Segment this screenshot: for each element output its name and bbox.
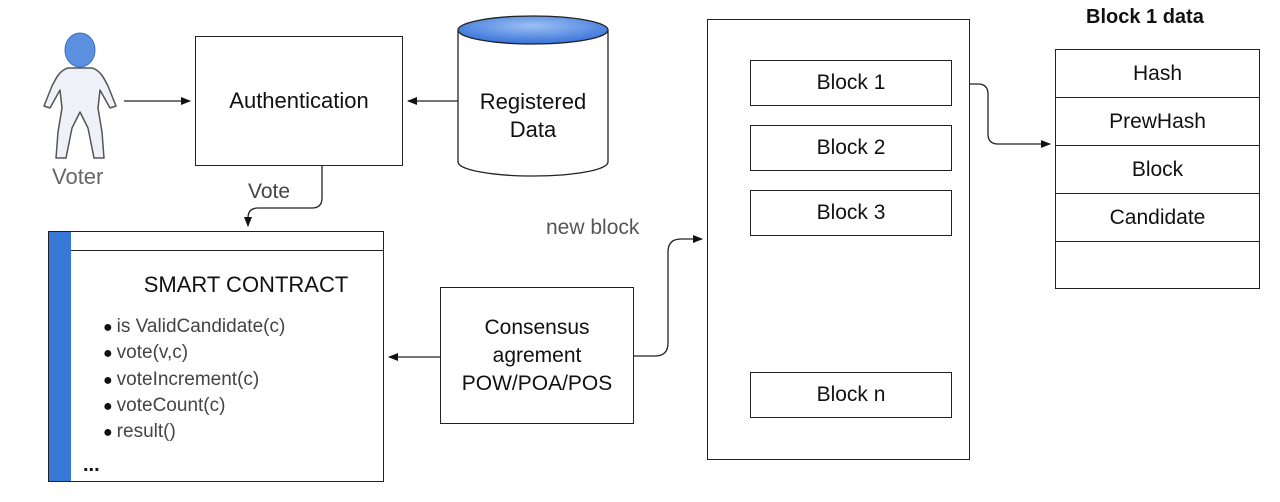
function-item: ●voteCount(c) [103, 394, 226, 416]
vote-arrow [244, 166, 323, 227]
smart-contract-header-divider [71, 250, 383, 251]
vote-label: Vote [248, 180, 291, 203]
smart-contract-box: SMART CONTRACT ●is ValidCandidate(c) ●vo… [48, 231, 384, 482]
block-data-row-block: Block [1056, 146, 1259, 194]
consensus-line-3: POW/POA/POS [461, 371, 613, 395]
function-item: ●result() [103, 421, 176, 443]
block1-to-data-arrow [952, 83, 1051, 148]
smart-contract-more-ellipsis: ... [83, 454, 100, 476]
block-data-table: Hash PrewHash Block Candidate [1055, 49, 1260, 289]
consensus-line-1: Consensus [484, 315, 590, 339]
block-2: Block 2 [750, 125, 952, 171]
smart-contract-title: SMART CONTRACT [143, 272, 349, 297]
block-1: Block 1 [750, 60, 952, 106]
block-data-row-prevhash: PrewHash [1056, 98, 1259, 146]
registered-data-label: Registered Data [479, 89, 587, 142]
authentication-box: Authentication [195, 36, 403, 166]
block-data-row-empty [1056, 242, 1259, 290]
database-cylinder-icon [457, 15, 609, 177]
block-data-row-hash: Hash [1056, 50, 1259, 98]
consensus-line-2: agrement [492, 343, 582, 367]
smart-contract-function-list: ●is ValidCandidate(c) ●vote(v,c) ●voteIn… [103, 314, 285, 445]
block-data-row-candidate: Candidate [1056, 194, 1259, 242]
function-item: ●is ValidCandidate(c) [103, 316, 286, 337]
function-item: ●voteIncrement(c) [103, 368, 260, 390]
smart-contract-accent-stripe [49, 232, 71, 481]
function-item: ●vote(v,c) [103, 342, 189, 364]
voter-label: Voter [52, 164, 104, 189]
block-n: Block n [750, 372, 952, 418]
block-data-title: Block 1 data [1086, 6, 1204, 28]
consensus-box: Consensus agrement POW/POA/POS [440, 287, 634, 424]
new-block-label: new block [546, 216, 640, 239]
block-3: Block 3 [750, 190, 952, 236]
authentication-label: Authentication [229, 88, 369, 113]
voter-person-icon [43, 32, 117, 159]
new-block-arrow [634, 235, 703, 357]
